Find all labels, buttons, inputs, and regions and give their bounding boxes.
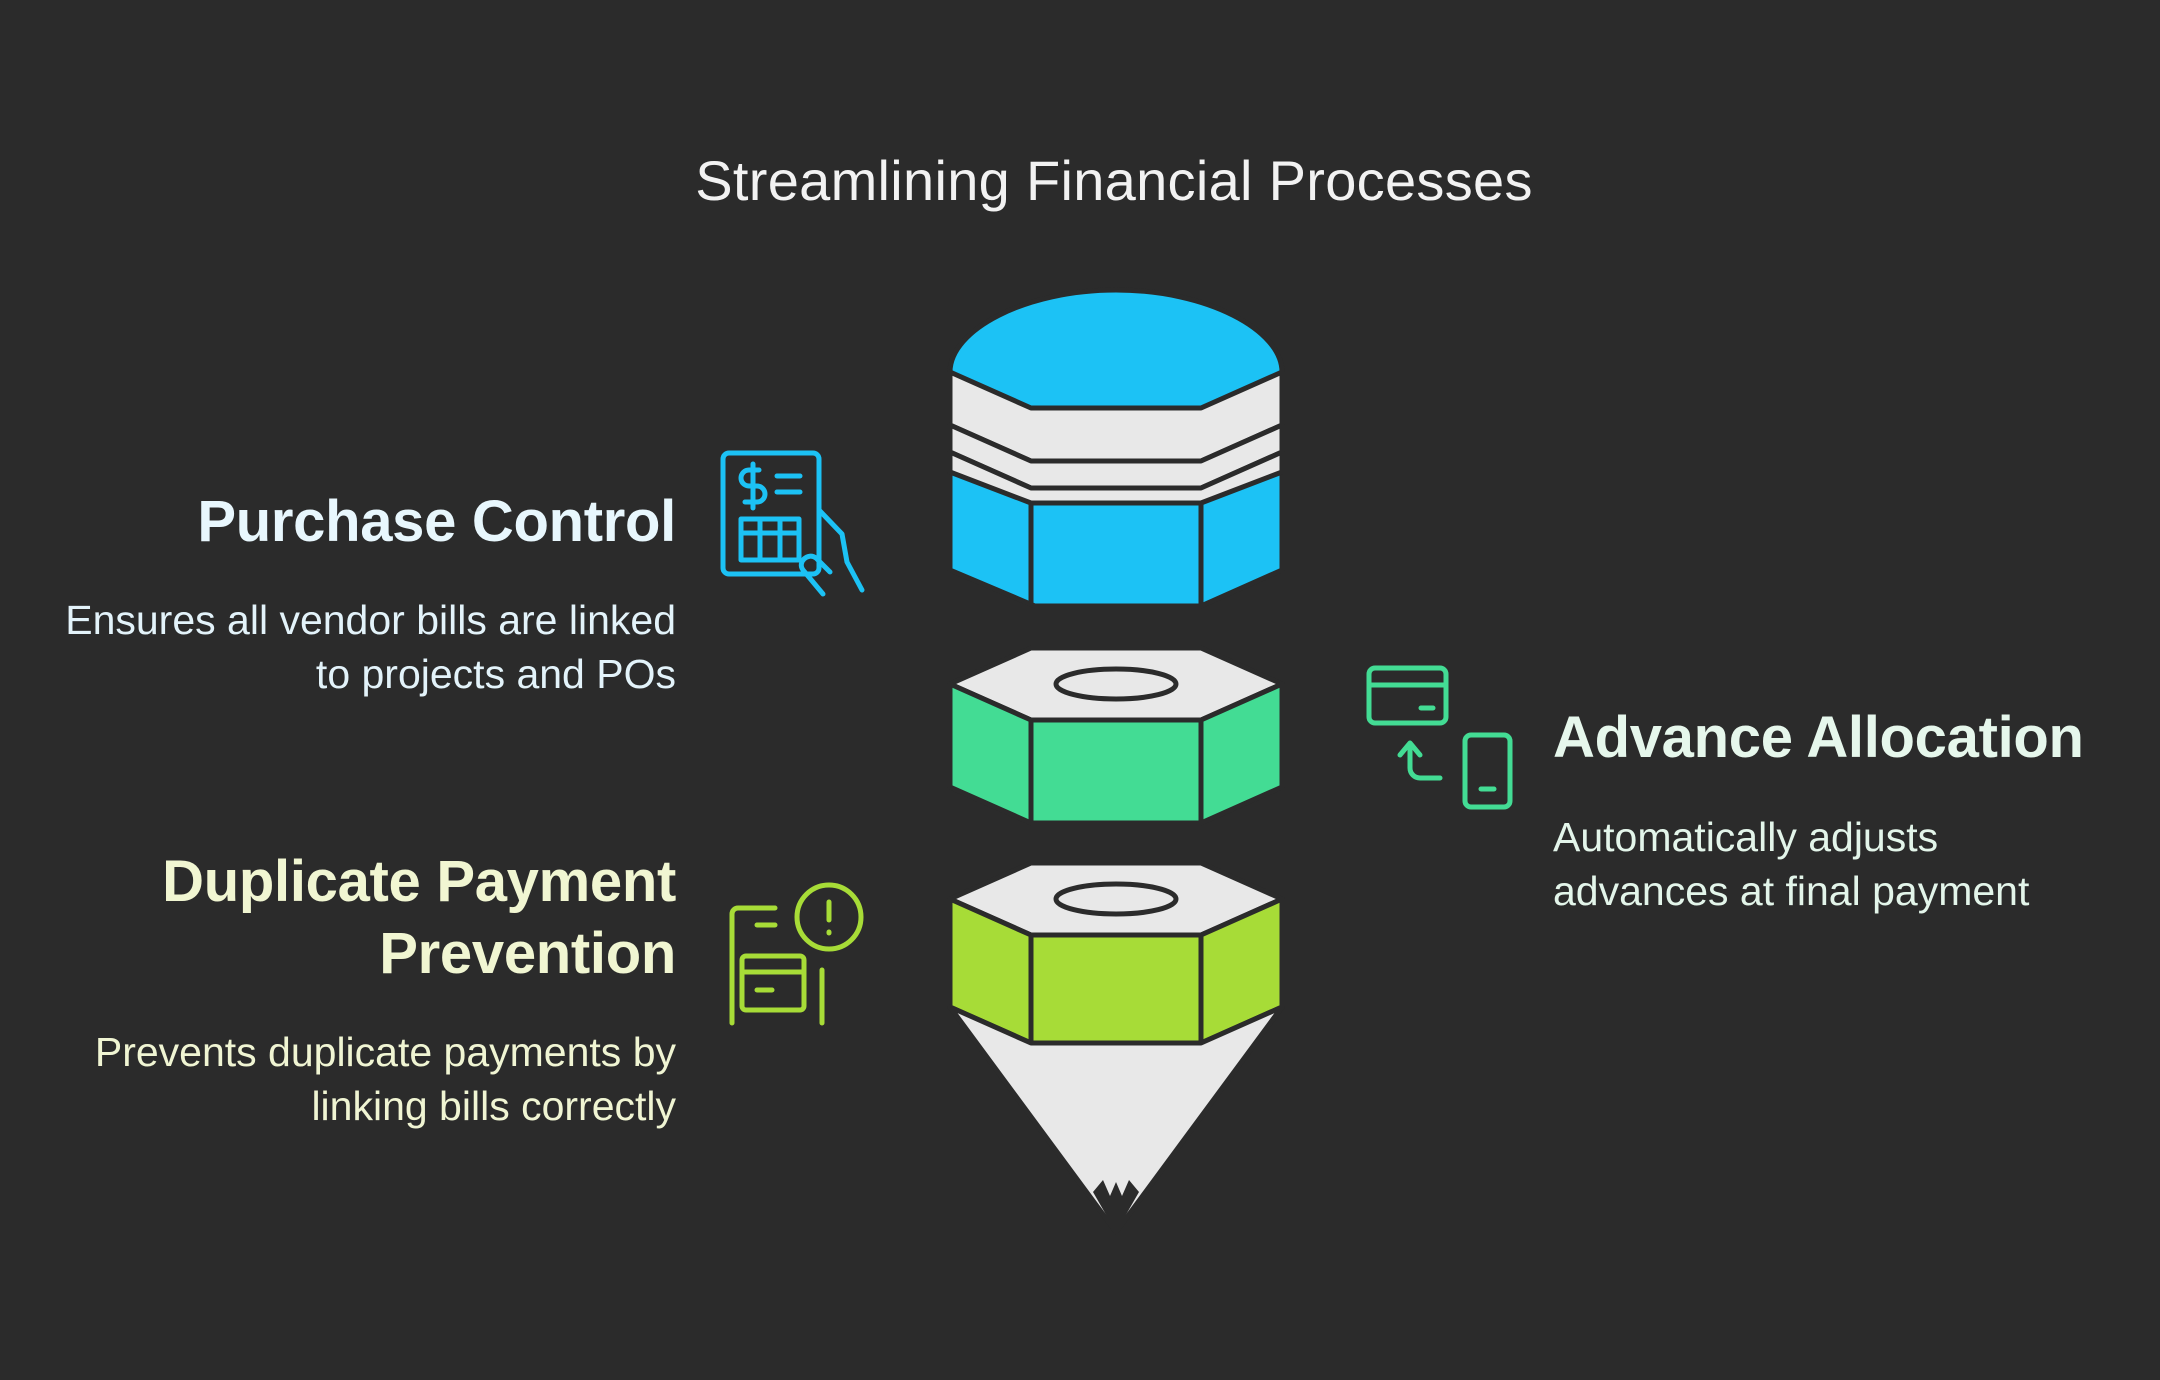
pencil-tip: [947, 1004, 1285, 1235]
pencil-lower-segment: [947, 860, 1285, 1046]
purchase-control-heading: Purchase Control: [197, 489, 676, 554]
diagram-title: Streamlining Financial Processes: [695, 149, 1533, 212]
advance-allocation-description: Automatically adjusts advances at final …: [1553, 814, 2030, 914]
pencil-eraser-segment: [947, 287, 1285, 609]
pencil-middle-segment: [947, 645, 1285, 826]
invoice-hand-icon: [720, 450, 865, 597]
duplicate-payment-prevention-description: Prevents duplicate payments by linking b…: [94, 1029, 676, 1129]
purchase-control-description: Ensures all vendor bills are linked to p…: [65, 597, 676, 697]
advance-allocation-heading: Advance Allocation: [1553, 705, 2084, 770]
duplicate-payment-prevention-heading: Duplicate Payment Prevention: [162, 849, 676, 986]
card-to-phone-icon: [1366, 665, 1513, 810]
card-alert-icon: [729, 882, 864, 1026]
